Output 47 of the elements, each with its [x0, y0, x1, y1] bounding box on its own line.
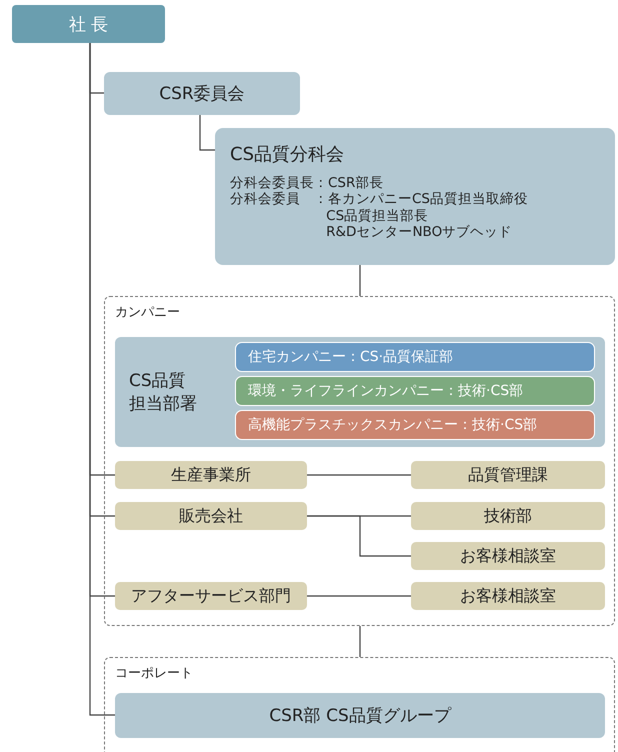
org-box	[115, 693, 605, 738]
member-text: CS品質担当部長	[325, 208, 430, 224]
department-bar	[235, 376, 595, 406]
panel-heading: CS品質分科会	[230, 143, 344, 166]
connector-line	[307, 515, 411, 557]
box-label: CS品質担当部署	[129, 370, 198, 416]
member-text: R&DセンターNBOサブヘッド	[325, 224, 514, 241]
connector-line	[89, 43, 115, 716]
box-label: 住宅カンパニー：CS·品質保証部	[248, 348, 454, 366]
org-box	[104, 72, 300, 115]
org-box	[115, 461, 307, 489]
box-label: お客様相談室	[460, 586, 556, 606]
department-bar	[235, 410, 595, 440]
box-label: 販売会社	[179, 506, 243, 526]
member-text: ：CSR部長	[314, 175, 384, 192]
role-label: 分科会委員	[230, 191, 301, 208]
org-box	[411, 502, 605, 530]
dashed-group-frame	[104, 296, 615, 626]
title-box	[12, 5, 165, 43]
box-label: CSR委員会	[159, 83, 245, 105]
org-box	[115, 582, 307, 610]
box-label: 環境・ライフラインカンパニー：技術·CS部	[248, 382, 524, 400]
committee-panel	[215, 128, 615, 265]
box-label: アフターサービス部門	[131, 586, 291, 606]
box-label: 技術部	[484, 506, 532, 526]
box-label: 品質管理課	[468, 464, 548, 486]
org-box	[411, 461, 605, 489]
org-box	[411, 542, 605, 570]
org-box	[411, 582, 605, 610]
box-label: 社 長	[68, 14, 108, 36]
member-text: ：各カンパニーCS品質担当取締役	[314, 191, 528, 208]
connector-line	[307, 595, 411, 597]
connector-line	[199, 115, 215, 151]
connector-line	[307, 474, 411, 476]
org-box	[115, 502, 307, 530]
box-label: 高機能プラスチックスカンパニー：技術·CS部	[248, 416, 538, 434]
box-label: CSR部 CS品質グループ	[269, 705, 451, 727]
dashed-group-frame	[104, 657, 615, 752]
box-label: 生産事業所	[171, 464, 251, 486]
role-label: 分科会委員長	[230, 175, 314, 192]
box-label: お客様相談室	[460, 546, 556, 566]
department-panel	[115, 337, 605, 447]
connector-line	[359, 265, 361, 296]
department-bar	[235, 342, 595, 372]
group-label: カンパニー	[115, 304, 180, 321]
group-label: コーポレート	[115, 665, 193, 682]
connector-line	[359, 626, 361, 657]
